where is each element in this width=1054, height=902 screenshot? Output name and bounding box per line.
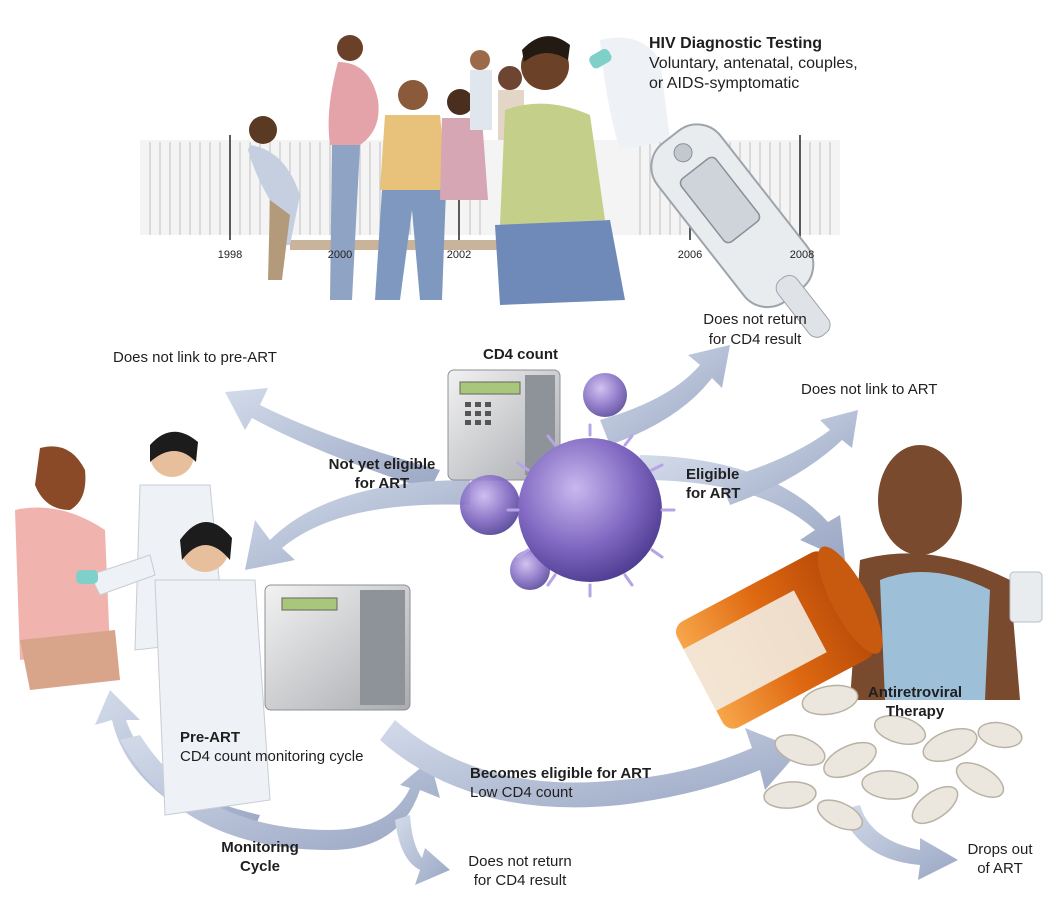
diagnostic-title: HIV Diagnostic Testing bbox=[649, 35, 823, 52]
no-link-art-label: Does not link to ART bbox=[801, 381, 938, 398]
pill-bottle-illustration bbox=[676, 546, 883, 729]
cd4-count-title: CD4 count bbox=[483, 346, 558, 363]
diagnostic-line-2: or AIDS-symptomatic bbox=[649, 75, 800, 92]
virus-illustration bbox=[460, 373, 676, 598]
year-label: 2000 bbox=[328, 249, 352, 261]
hiv-test-device-illustration bbox=[650, 123, 831, 338]
year-label: 1998 bbox=[218, 249, 242, 261]
art-line-2: Therapy bbox=[885, 703, 945, 720]
arrow-becomes-eligible bbox=[380, 720, 800, 808]
monitoring-line-1: Monitoring bbox=[221, 839, 299, 856]
eligible-line-1: Eligible bbox=[686, 466, 740, 483]
diagnostic-line-1: Voluntary, antenatal, couples, bbox=[649, 55, 858, 72]
year-label: 2008 bbox=[790, 249, 814, 261]
not-yet-eligible-line-1: Not yet eligible bbox=[328, 456, 436, 473]
arrow-not-yet-eligible bbox=[245, 480, 470, 570]
no-return-bottom-line-2: for CD4 result bbox=[473, 872, 567, 889]
arrow-drops-out bbox=[840, 805, 958, 880]
art-line-1: Antiretroviral bbox=[867, 684, 963, 701]
monitoring-line-2: Cycle bbox=[239, 858, 281, 875]
arrow-no-link-art bbox=[720, 410, 858, 505]
flow-arrows bbox=[95, 345, 958, 885]
pre-art-subtitle: CD4 count monitoring cycle bbox=[180, 748, 364, 765]
arrow-no-link-pre-art bbox=[225, 388, 440, 490]
year-label: 2006 bbox=[678, 249, 702, 261]
becomes-eligible-title: Becomes eligible for ART bbox=[470, 765, 652, 782]
becomes-eligible-subtitle: Low CD4 count bbox=[470, 784, 573, 801]
arrow-no-return-top bbox=[600, 345, 730, 445]
no-return-top-line-1: Does not return bbox=[703, 311, 807, 328]
drops-out-line-1: Drops out bbox=[967, 841, 1033, 858]
year-label: 2002 bbox=[447, 249, 471, 261]
waiting-people-illustration bbox=[248, 35, 670, 305]
arrow-no-return-bottom bbox=[395, 815, 450, 885]
arrow-eligible bbox=[640, 455, 845, 560]
pills bbox=[763, 684, 1023, 831]
no-return-top-line-2: for CD4 result bbox=[708, 331, 802, 348]
no-link-pre-art-label: Does not link to pre-ART bbox=[113, 349, 277, 366]
pre-art-title: Pre-ART bbox=[180, 729, 241, 746]
clinic-staff-illustration bbox=[15, 431, 320, 816]
drops-out-line-2: of ART bbox=[977, 860, 1023, 877]
patient-taking-pills-illustration bbox=[850, 445, 1043, 700]
eligible-line-2: for ART bbox=[686, 485, 741, 502]
timeline-year-labels: 1998 2000 2002 2006 2008 bbox=[218, 249, 814, 261]
no-return-bottom-line-1: Does not return bbox=[468, 853, 572, 870]
not-yet-eligible-line-2: for ART bbox=[354, 475, 410, 492]
cd4-machine-pre-art bbox=[264, 584, 411, 711]
